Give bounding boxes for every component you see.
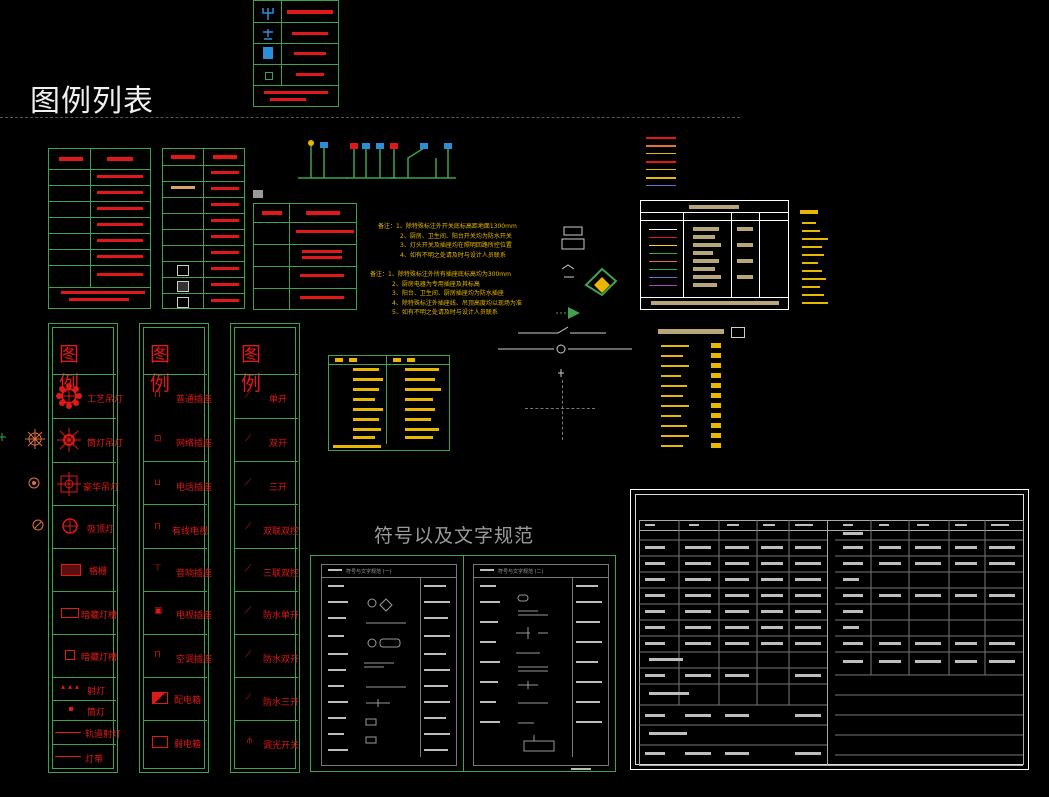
- legend-label: 暗藏灯槽: [81, 653, 118, 663]
- legend-label: 有线电视: [172, 527, 209, 537]
- legend-panel-lighting[interactable]: 图例 工艺吊灯 筒灯吊灯 豪华吊灯 吸顶灯 格栅 暗藏灯槽 暗藏灯槽 ▴▴▴ 射…: [48, 323, 123, 773]
- guide-line: [562, 380, 563, 440]
- spec-sheet-left: 符号与文字规范 (一): [321, 564, 457, 766]
- legend-label: 防水双开: [263, 655, 300, 665]
- legend-label: 调光开关: [263, 741, 300, 751]
- symbol-yellow-table[interactable]: [328, 355, 450, 451]
- switch-icon: ⟋: [245, 606, 252, 616]
- side-yellow-list: [800, 208, 830, 313]
- legend-label: 防水三开: [263, 698, 300, 708]
- switch-icon: ⟋: [245, 693, 252, 703]
- valve-icon: [263, 47, 273, 59]
- tv-socket-icon: ⊓: [154, 522, 162, 532]
- spec-caption: 符号与文字规范 (二): [498, 569, 544, 575]
- legend-label: 灯带: [85, 755, 104, 765]
- small-square-icon: [265, 72, 273, 80]
- switch-icon: ⟋: [245, 390, 252, 400]
- page-title: 图例列表: [30, 84, 154, 119]
- downlight-icon: [69, 707, 73, 711]
- switch-icon: ⟋: [245, 650, 252, 660]
- distribution-list: [655, 327, 750, 455]
- guide-line: [525, 408, 595, 409]
- distribution-box-icon: [152, 692, 168, 704]
- legend-label: 空调插座: [176, 655, 213, 665]
- cove-light-icon: [61, 608, 79, 618]
- legend-label: 配电箱: [174, 696, 202, 706]
- equipment-legend-table[interactable]: [253, 203, 357, 310]
- material-schedule-table[interactable]: [630, 489, 1029, 770]
- legend-label: 吸顶灯: [87, 525, 115, 535]
- legend-label: 豪华吊灯: [83, 483, 120, 493]
- spec-caption: 符号与文字规范 (一): [346, 569, 392, 575]
- switch-icon: ⟋: [245, 522, 252, 532]
- camera-icon: [253, 190, 263, 198]
- tv-outlet-icon: ▣: [154, 606, 163, 616]
- legend-panel-switches[interactable]: 图例 ⟋ 单开 ⟋ 双开 ⟋ 三开 ⟋ 双联双控 ⟋ 三联双控 ⟋ 防水单开 ⟋…: [230, 323, 300, 773]
- switch-icon: ⟋: [245, 478, 252, 488]
- legend-heading: 图例: [241, 342, 275, 395]
- legend-label: 双联双控: [263, 527, 300, 537]
- legend-panel-sockets[interactable]: 图例 ⊓ 普通插座 ⊡ 网络插座 ⊔ 电话插座 ⊓ 有线电视 ⊤ 音响插座 ▣ …: [139, 323, 213, 773]
- chandelier-icon: [56, 383, 82, 409]
- legend-label: 三开: [269, 483, 288, 493]
- wire-color-swatches: [646, 135, 676, 190]
- phone-socket-icon: ⊔: [154, 478, 162, 488]
- legend-label: 电话插座: [176, 483, 213, 493]
- equipment-symbols: [556, 226, 618, 319]
- legend-label: 电视插座: [176, 611, 213, 621]
- light-strip-icon: [55, 756, 81, 757]
- fixture-legend-table[interactable]: [162, 148, 245, 309]
- legend-label: 筒灯: [87, 708, 106, 718]
- legend-label: 单开: [269, 395, 288, 405]
- spotlight-icon: ▴▴▴: [61, 682, 83, 691]
- legend-heading: 图例: [150, 342, 184, 395]
- schedule-grid: [639, 520, 1023, 756]
- dimmer-switch-icon: ⫛: [247, 736, 253, 746]
- legend-label: 防水单开: [263, 611, 300, 621]
- network-socket-icon: ⊡: [154, 434, 162, 444]
- legend-label: 弱电箱: [174, 740, 202, 750]
- legend-label: 暗藏灯槽: [81, 611, 118, 621]
- audio-socket-icon: ⊤: [154, 564, 162, 574]
- wire-color-table[interactable]: [640, 200, 789, 310]
- legend-label: 格栅: [89, 567, 108, 577]
- luxury-chandelier-icon: [57, 472, 81, 496]
- ac-socket-icon: ⊓: [154, 650, 162, 660]
- grille-light-icon: [61, 564, 81, 576]
- left-edge-symbols: [0, 429, 45, 531]
- guide-line: [0, 117, 740, 118]
- socket-icon: ⊓: [154, 390, 162, 400]
- track-light-icon: [55, 732, 81, 733]
- legend-label: 筒灯吊灯: [87, 439, 124, 449]
- pipe-diagram: [298, 140, 456, 179]
- legend-label: 轨道射灯: [85, 730, 122, 740]
- spec-sheet-right: 符号与文字规范 (二): [473, 564, 609, 766]
- notes-lighting: 备注：1、除特殊标注外开关底标高距地面1300mm 2、厨房、卫生间、阳台开关均…: [378, 223, 517, 259]
- legend-label: 三联双控: [263, 569, 300, 579]
- legend-label: 网络插座: [176, 439, 213, 449]
- switch-line-diagram: [498, 326, 632, 377]
- legend-label: 双开: [269, 439, 288, 449]
- top-small-legend[interactable]: [253, 0, 339, 107]
- switch-legend-table[interactable]: [48, 148, 151, 309]
- pendant-light-icon: [57, 428, 81, 452]
- sprinkler-icon: [262, 26, 274, 45]
- switch-icon: ⟋: [245, 434, 252, 444]
- switch-icon: ⟋: [245, 564, 252, 574]
- notes-sockets: 备注：1、除特殊标注外所有插座底标高均为300mm 2、厨房电器为专用插座及其标…: [370, 271, 522, 316]
- spec-sheet-frame[interactable]: 符号与文字规范 (一) 符号与文字规范 (二): [310, 555, 616, 772]
- legend-label: 普通插座: [176, 395, 213, 405]
- spec-title: 符号以及文字规范: [374, 525, 535, 547]
- legend-label: 射灯: [87, 687, 106, 697]
- weak-current-box-icon: [152, 736, 168, 748]
- tree-icon: [261, 5, 275, 20]
- ceiling-light-icon: [62, 518, 78, 534]
- legend-label: 工艺吊灯: [87, 395, 124, 405]
- cove-light-icon: [65, 650, 75, 660]
- legend-label: 音响插座: [176, 569, 213, 579]
